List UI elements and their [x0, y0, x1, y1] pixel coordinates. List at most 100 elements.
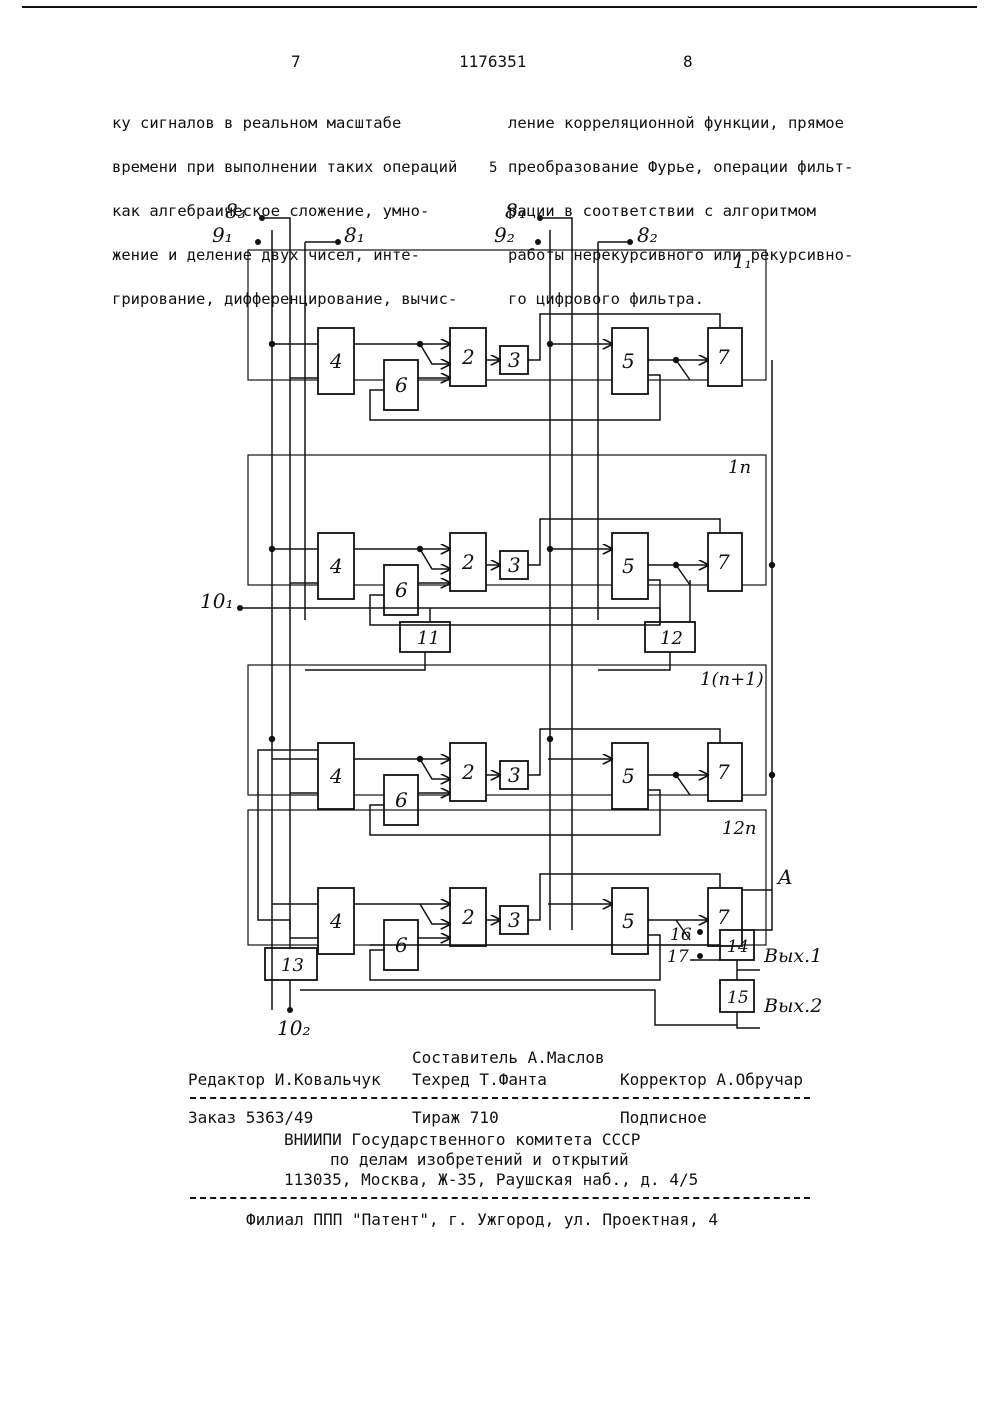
block-12-label: 12 — [660, 628, 683, 649]
wire — [420, 344, 450, 364]
imprint-order: Заказ 5363/49 — [188, 1108, 313, 1127]
input-10-2-label: 10₂ — [277, 1016, 310, 1040]
terminal-dot — [259, 215, 265, 221]
junction-dot — [673, 357, 679, 363]
bus-line — [742, 890, 772, 930]
block-label: 2 — [461, 905, 475, 929]
block-15-label: 15 — [727, 988, 749, 1008]
junction-dot — [269, 341, 275, 347]
block-13-label: 13 — [281, 955, 304, 976]
block-diagram: 1₁4623571п4623571(п+1)46235712п462357 11… — [0, 190, 1000, 1040]
block-label: 7 — [717, 550, 730, 574]
wire — [676, 775, 690, 795]
terminal-dot — [697, 953, 703, 959]
block-label: 6 — [395, 578, 408, 602]
input-8-2-label: 8₂ — [637, 223, 658, 247]
imprint-techred: Техред Т.Фанта — [412, 1070, 547, 1089]
input-8-1-label: 8₁ — [344, 223, 365, 247]
input-17-label: 17 — [667, 947, 689, 967]
stages-group: 1₁4623571п4623571(п+1)46235712п462357 — [248, 250, 766, 970]
bus-line — [737, 1012, 760, 1028]
junction-dot — [769, 772, 775, 778]
junction-dot — [417, 546, 423, 552]
stage-2: 1п 4 6 2 3 5 7 — [248, 455, 766, 615]
bus-line — [540, 218, 572, 930]
input-9-1-label: 9₁ — [212, 223, 233, 247]
stage-label: 1п — [728, 457, 751, 478]
block-label: 2 — [461, 550, 475, 574]
stage-label: 12п — [722, 818, 757, 839]
imprint-subscription: Подписное — [620, 1108, 707, 1127]
patent-number: 1176351 — [459, 52, 526, 71]
input-10-1-label: 10₁ — [200, 589, 233, 613]
terminal-dot — [627, 239, 633, 245]
imprint-circulation: Тираж 710 — [412, 1108, 499, 1127]
output-2-label: Вых.2 — [763, 995, 822, 1017]
output-1-label: Вых.1 — [763, 945, 822, 967]
junction-dot — [673, 562, 679, 568]
junction-dot — [547, 341, 553, 347]
bus-line — [300, 990, 737, 1025]
top-rule — [22, 6, 977, 8]
bus-line — [258, 750, 318, 948]
block-label: 3 — [508, 763, 521, 787]
junction-dot — [673, 772, 679, 778]
stage-label: 1(п+1) — [700, 669, 764, 690]
imprint-corrector: Корректор А.Обручар — [620, 1070, 803, 1089]
terminal-dot — [537, 215, 543, 221]
block-label: 5 — [622, 764, 635, 788]
imprint-address: 113035, Москва, Ж-35, Раушская наб., д. … — [284, 1170, 698, 1189]
stage-3: 1(п+1) 4 6 2 3 5 7 — [248, 665, 766, 825]
block-label: 3 — [508, 348, 521, 372]
imprint-org-2: по делам изобретений и открытий — [330, 1150, 629, 1169]
terminal-dot — [697, 929, 703, 935]
wire — [420, 549, 450, 569]
imprint-branch: Филиал ППП "Патент", г. Ужгород, ул. Про… — [246, 1210, 718, 1229]
block-label: 5 — [622, 909, 635, 933]
block-label: 6 — [395, 788, 408, 812]
stage-label: 1₁ — [733, 252, 752, 273]
junction-dot — [547, 546, 553, 552]
terminal-dot — [255, 239, 261, 245]
block-label: 4 — [329, 554, 343, 578]
block-label: 7 — [717, 905, 730, 929]
block-label: 3 — [508, 553, 521, 577]
block-label: 4 — [329, 909, 343, 933]
block-label: 7 — [717, 345, 730, 369]
block-11-label: 11 — [417, 628, 440, 649]
wire — [420, 759, 450, 779]
text-line: времени при выполнении таких операций — [112, 156, 457, 178]
block-label: 5 — [622, 554, 635, 578]
input-8-4-label: 8₄ — [505, 199, 526, 223]
wire — [676, 565, 690, 585]
terminal-dot — [237, 605, 243, 611]
block-label: 4 — [329, 764, 343, 788]
block-label: 2 — [461, 760, 475, 784]
imprint-compiler: Составитель А.Маслов — [412, 1048, 605, 1067]
junction-dot — [417, 756, 423, 762]
point-a-label: A — [776, 865, 792, 889]
block-label: 7 — [717, 760, 730, 784]
block-14-label: 14 — [727, 937, 749, 957]
junction-dot — [269, 736, 275, 742]
line-number-marker: 5 — [489, 160, 497, 176]
dashed-rule — [190, 1197, 810, 1199]
bus-line — [262, 218, 290, 930]
block-label: 2 — [461, 345, 475, 369]
junction-dot — [547, 736, 553, 742]
page-number-right: 8 — [683, 52, 693, 71]
text-line: преобразование Фурье, операции фильт- — [508, 156, 853, 178]
terminal-dot — [287, 1007, 293, 1013]
page-number-left: 7 — [291, 52, 301, 71]
terminal-dot — [535, 239, 541, 245]
junction-dot — [769, 562, 775, 568]
bus-line — [305, 652, 425, 670]
wire — [420, 904, 450, 924]
stage-1: 1₁462357 — [248, 250, 766, 410]
input-16-label: 16 — [670, 925, 692, 945]
wire — [676, 360, 690, 380]
junction-dot — [417, 341, 423, 347]
imprint-org-1: ВНИИПИ Государственного комитета СССР — [284, 1130, 640, 1149]
block-label: 5 — [622, 349, 635, 373]
bus-line — [240, 608, 660, 622]
